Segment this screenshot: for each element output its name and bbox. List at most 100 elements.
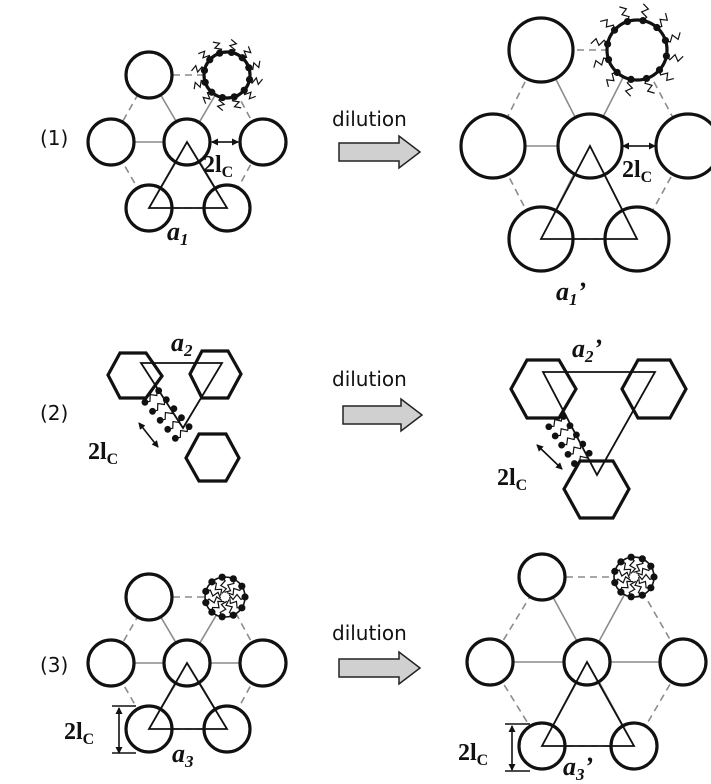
anchor-dot xyxy=(202,588,209,595)
anchor-dot xyxy=(230,612,237,619)
anchor-dot xyxy=(565,451,572,458)
anchor-dot xyxy=(663,52,670,59)
anchor-dot xyxy=(628,593,635,600)
particle xyxy=(240,119,286,165)
anchor-dot xyxy=(238,583,245,590)
anchor-dot xyxy=(650,573,657,580)
anchor-dot xyxy=(142,399,149,406)
anchor-dot xyxy=(624,18,631,25)
spacing-label: 2lC xyxy=(64,719,94,748)
anchor-dot xyxy=(662,37,669,44)
row-3-right-lattice: 2lC a3’ xyxy=(458,554,706,784)
row-2-right-lattice: 2lC a2’ xyxy=(497,334,686,518)
anchor-dot xyxy=(157,417,164,424)
dilution-arrow xyxy=(339,136,420,168)
anchor-dot xyxy=(579,441,586,448)
dilution-arrow xyxy=(343,399,422,431)
lattice-constant-label: a2’ xyxy=(572,334,602,366)
spacing-label: 2lC xyxy=(203,152,233,181)
hexagonal-particle xyxy=(622,360,686,418)
dilution-arrow xyxy=(339,652,420,684)
anchor-dot xyxy=(647,584,654,591)
anchor-dot xyxy=(617,558,624,565)
lattice-constant-label: a2 xyxy=(171,328,193,360)
particle xyxy=(88,640,134,686)
anchor-dot xyxy=(186,423,193,430)
anchor-dot xyxy=(246,76,253,83)
anchor-dot xyxy=(230,575,237,582)
grafted-particle xyxy=(202,574,248,621)
anchor-dot xyxy=(164,426,171,433)
anchor-dot xyxy=(238,604,245,611)
row-3-left-lattice: 2lC a3 xyxy=(64,574,286,771)
anchor-dot xyxy=(172,435,179,442)
anchor-dot xyxy=(611,579,618,586)
anchor-dot xyxy=(216,50,223,57)
anchor-dot xyxy=(573,431,580,438)
particle xyxy=(88,119,134,165)
anchor-dot xyxy=(643,75,650,82)
spacing-label: 2lC xyxy=(622,157,652,186)
row-2: (2) 2lC a2 dilution 2lC a2’ xyxy=(40,328,686,518)
anchor-dot xyxy=(241,593,248,600)
row-1: (1) 2lC a1 dilution xyxy=(40,4,711,309)
row-2-label: (2) xyxy=(40,401,68,425)
spacing-label: 2lC xyxy=(88,439,118,468)
anchor-dot xyxy=(206,56,213,63)
particle xyxy=(126,574,172,620)
anchor-dot xyxy=(239,54,246,61)
anchor-dot xyxy=(202,599,209,606)
particle xyxy=(467,639,513,685)
hexagonal-particle xyxy=(511,360,576,418)
hexagonal-particle xyxy=(564,461,629,518)
row-3: (3) 2lC a3 dilution xyxy=(40,554,706,784)
anchor-dot xyxy=(567,422,574,429)
anchor-dot xyxy=(163,396,170,403)
anchor-dot xyxy=(201,67,208,74)
anchor-dot xyxy=(639,555,646,562)
particle xyxy=(660,639,706,685)
anchor-dot xyxy=(639,17,646,24)
row-1-label: (1) xyxy=(40,126,68,150)
dilution-label: dilution xyxy=(332,621,407,645)
anchor-dot xyxy=(647,563,654,570)
row-2-left-lattice: 2lC a2 xyxy=(88,328,241,481)
anchor-dot xyxy=(617,589,624,596)
row-3-label: (3) xyxy=(40,653,68,677)
anchor-dot xyxy=(208,89,215,96)
anchor-dot xyxy=(611,568,618,575)
dilution-label: dilution xyxy=(332,367,407,391)
anchor-dot xyxy=(219,94,226,101)
anchor-dot xyxy=(241,87,248,94)
grafted-particle xyxy=(611,554,657,601)
row-1-left-lattice: 2lC a1 xyxy=(88,39,286,249)
anchor-dot xyxy=(558,442,565,449)
particle xyxy=(656,114,711,178)
lattice-constant-label: a1’ xyxy=(556,277,586,309)
particle xyxy=(126,52,172,98)
anchor-dot xyxy=(219,574,226,581)
anchor-dot xyxy=(628,554,635,561)
anchor-dot xyxy=(552,433,559,440)
anchor-dot xyxy=(656,66,663,73)
particle xyxy=(519,554,565,600)
spacing-arrow xyxy=(537,445,562,469)
anchor-dot xyxy=(208,609,215,616)
anchor-dot xyxy=(170,405,177,412)
particle xyxy=(509,18,573,82)
anchor-dot xyxy=(149,408,156,415)
spacing-label: 2lC xyxy=(497,465,527,494)
anchor-dot xyxy=(614,69,621,76)
lattice-constant-label: a1 xyxy=(167,217,189,249)
particle xyxy=(461,114,525,178)
anchor-dot xyxy=(571,460,578,467)
anchor-dot xyxy=(545,423,552,430)
anchor-dot xyxy=(560,413,567,420)
anchor-dot xyxy=(586,450,593,457)
anchor-dot xyxy=(208,578,215,585)
anchor-dot xyxy=(231,93,238,100)
anchor-dot xyxy=(178,414,185,421)
lattice-constant-label: a3 xyxy=(172,739,194,771)
anchor-dot xyxy=(155,387,162,394)
